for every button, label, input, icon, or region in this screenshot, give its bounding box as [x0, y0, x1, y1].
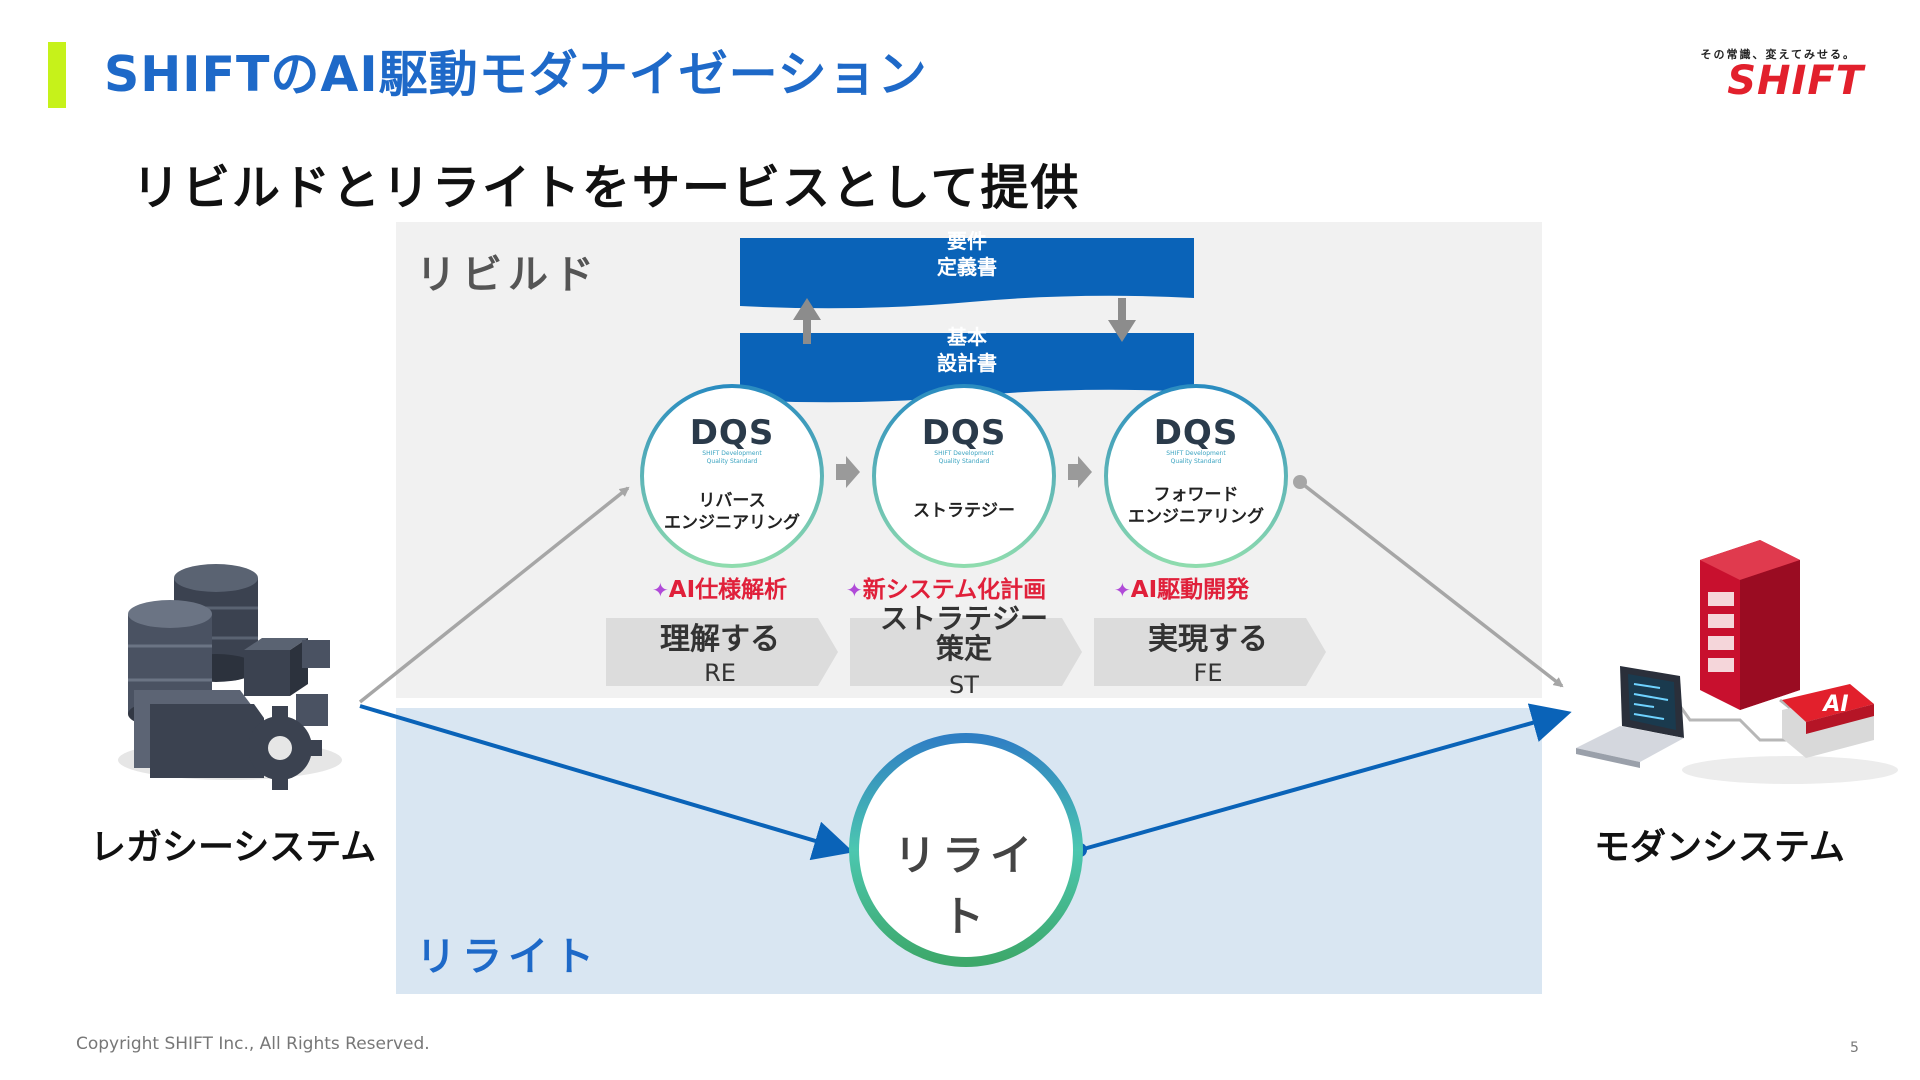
requirements-doc-label: 要件 定義書 — [937, 229, 997, 279]
dqs-logo-re: DQS SHIFT Development Quality Standard — [689, 413, 775, 465]
doc-up-arrow — [793, 298, 821, 344]
title-accent-bar — [48, 42, 66, 108]
rewrite-circle — [849, 733, 1083, 967]
step-label-st: ストラテジー 策定 — [879, 602, 1048, 665]
stage-circle-st — [872, 384, 1056, 568]
page-number: 5 — [1850, 1040, 1859, 1056]
step-chevron-st — [850, 618, 1082, 686]
sparkle-icon: ✦ — [652, 578, 669, 602]
ai-label-fe: ✦AI駆動開発 — [1114, 577, 1250, 603]
rebuild-arrow-in — [358, 486, 630, 704]
step-code-fe: FE — [1193, 659, 1223, 687]
ai-chip-label: AI — [1823, 692, 1849, 717]
rewrite-arrow-in — [359, 704, 854, 861]
ai-label-re: ✦AI仕様解析 — [652, 577, 788, 603]
modern-system-icon — [1576, 540, 1898, 784]
dqs-logo-fe: DQS SHIFT Development Quality Standard — [1153, 413, 1239, 465]
stage-arrow-2 — [1068, 456, 1092, 488]
basic-design-doc-label: 基本 設計書 — [937, 325, 997, 375]
legacy-system-label: レガシーシステム — [90, 827, 377, 868]
page-title: SHIFTのAI駆動モダナイゼーション — [104, 46, 928, 103]
shift-logo: SHIFT — [1727, 58, 1864, 104]
stage-name-st: ストラテジー — [913, 501, 1015, 521]
modern-system-label: モダンシステム — [1594, 827, 1845, 868]
stage-circle-re — [640, 384, 824, 568]
ai-label-st: ✦新システム化計画 — [846, 577, 1047, 603]
logo-tagline: その常識、変えてみせる。 — [1700, 48, 1856, 61]
step-chevron-fe — [1094, 618, 1326, 686]
sparkle-icon: ✦ — [1114, 578, 1131, 602]
stage-name-fe: フォワード エンジニアリング — [1128, 485, 1264, 527]
stage-circle-fe — [1104, 384, 1288, 568]
doc-down-arrow — [1108, 298, 1136, 342]
basic-design-doc-shape — [740, 333, 1194, 403]
rewrite-label: リライト — [416, 934, 600, 980]
rewrite-node-label: リライト — [893, 831, 1038, 941]
step-code-re: RE — [704, 659, 736, 687]
copyright: Copyright SHIFT Inc., All Rights Reserve… — [76, 1034, 430, 1054]
step-label-fe: 実現する — [1148, 622, 1268, 657]
requirements-doc-shape — [740, 238, 1194, 309]
dqs-logo-st: DQS SHIFT Development Quality Standard — [921, 413, 1007, 465]
legacy-system-icon — [118, 564, 342, 790]
step-code-st: ST — [949, 671, 979, 699]
step-label-re: 理解する — [660, 622, 780, 657]
stage-name-re: リバース エンジニアリング — [664, 491, 800, 533]
step-chevron-re — [606, 618, 838, 686]
rebuild-label: リビルド — [416, 252, 600, 298]
sparkle-icon: ✦ — [846, 578, 863, 602]
stage-arrow-1 — [836, 456, 860, 488]
slide-subtitle: リビルドとリライトをサービスとして提供 — [132, 160, 1081, 216]
rewrite-arrow-out — [1079, 703, 1572, 852]
rebuild-arrow-out — [1298, 480, 1564, 688]
